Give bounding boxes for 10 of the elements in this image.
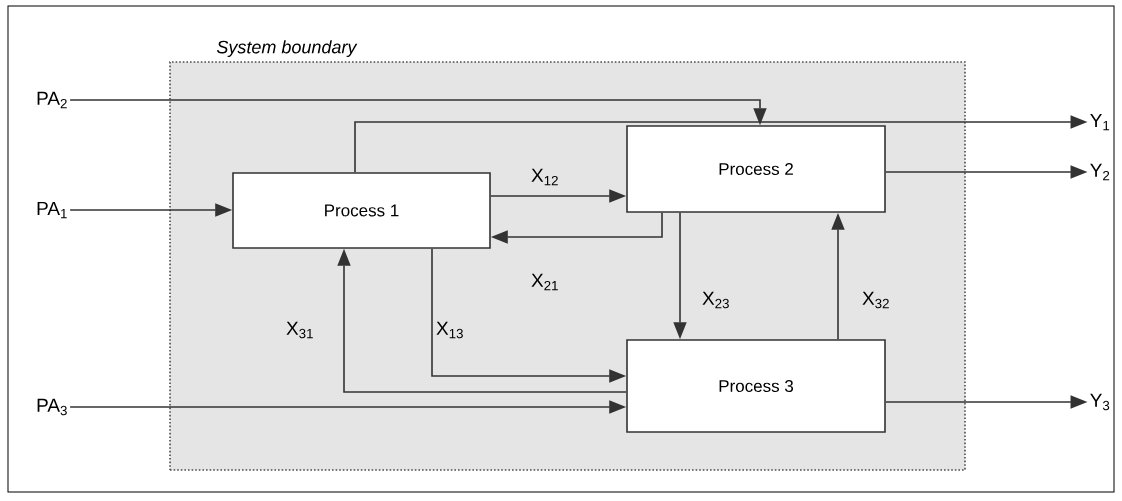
flow-label: PA$_{1}$ [37,201,67,219]
process-box: Process 2 [626,125,886,213]
flow-label: PA$_{2}$ [37,91,67,109]
node-label: System boundary [216,40,358,57]
process-box: Process 3 [626,339,886,433]
flow-label: Y$_{2}$ [1090,163,1110,181]
process-box: Process 1 [232,172,491,249]
flow-label: Y$_{1}$ [1090,113,1110,131]
flow-label: PA$_{3}$ [37,398,67,416]
flow-label: Y$_{3}$ [1090,393,1110,411]
